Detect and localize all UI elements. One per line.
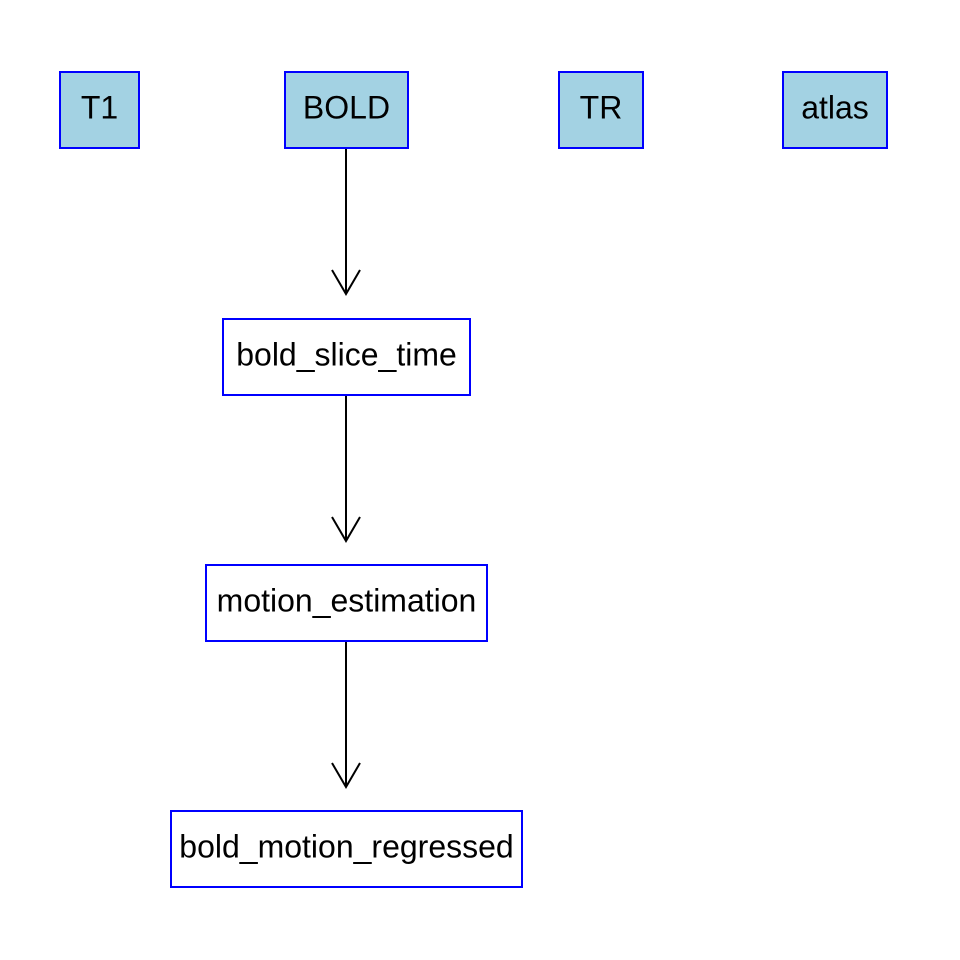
node-bold[interactable]: BOLD xyxy=(284,71,409,149)
node-t1-label: T1 xyxy=(81,89,118,125)
nodes: T1 BOLD TR atlas bold_slice_time motion_… xyxy=(59,71,888,888)
node-bold-motion-regressed[interactable]: bold_motion_regressed xyxy=(170,810,523,888)
node-motion-estimation-label: motion_estimation xyxy=(217,582,477,618)
node-tr[interactable]: TR xyxy=(558,71,644,149)
edge-motion-estimation-to-bold-motion-regressed xyxy=(331,641,361,789)
edge-bold-to-bold-slice-time xyxy=(331,149,361,296)
node-motion-estimation[interactable]: motion_estimation xyxy=(205,564,488,642)
node-tr-label: TR xyxy=(580,89,623,125)
node-bold-slice-time[interactable]: bold_slice_time xyxy=(222,318,471,396)
node-bold-slice-time-label: bold_slice_time xyxy=(236,336,457,372)
node-atlas-label: atlas xyxy=(801,89,869,125)
edge-bold-slice-time-to-motion-estimation xyxy=(331,395,361,543)
edges xyxy=(331,149,361,789)
node-bold-label: BOLD xyxy=(303,89,390,125)
node-bold-motion-regressed-label: bold_motion_regressed xyxy=(179,828,513,864)
node-atlas[interactable]: atlas xyxy=(782,71,888,149)
node-t1[interactable]: T1 xyxy=(59,71,140,149)
